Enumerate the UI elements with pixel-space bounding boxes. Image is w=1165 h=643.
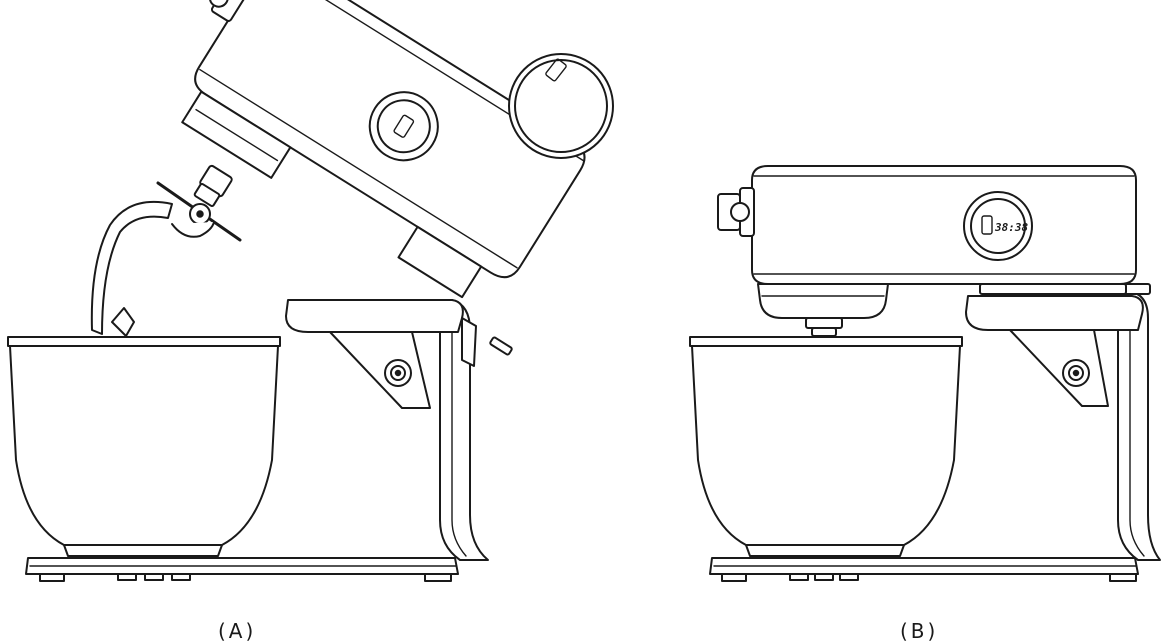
bowl-b xyxy=(689,336,963,557)
arm-support-a xyxy=(285,299,464,409)
base-b xyxy=(709,557,1139,582)
attachment-a xyxy=(156,164,242,242)
head-b: 38:38 xyxy=(717,165,1137,337)
arm-support-b xyxy=(965,283,1151,407)
cover-cap xyxy=(508,53,614,159)
head-a xyxy=(181,0,586,299)
mixer-b: 38:38 (B) xyxy=(689,165,1161,643)
bowl-a xyxy=(7,336,281,557)
label-b: (B) xyxy=(900,619,938,643)
dough-hook-a xyxy=(90,200,173,337)
label-a: (A) xyxy=(218,619,256,643)
mixer-a: (A) xyxy=(7,0,614,643)
pedestal-b xyxy=(1117,291,1161,561)
base-a xyxy=(25,557,459,582)
display-readout: 38:38 xyxy=(994,221,1028,234)
pedestal-a xyxy=(439,299,489,561)
hinge-a xyxy=(461,317,513,367)
